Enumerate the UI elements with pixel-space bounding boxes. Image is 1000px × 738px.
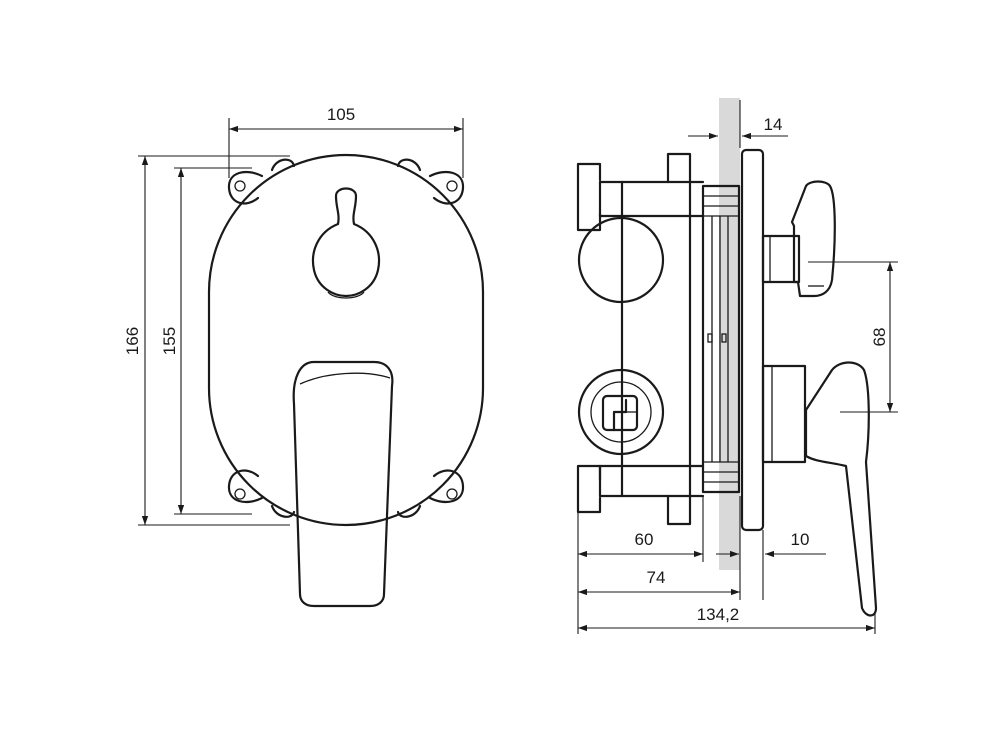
diverter-knob-base xyxy=(327,291,365,299)
ribbed-sleeve xyxy=(701,184,741,494)
dimension-front-height-outer: 166 xyxy=(123,155,290,526)
bracket-right-bottom xyxy=(666,494,692,526)
bracket-left-bottom xyxy=(576,464,602,514)
label-front-height-outer: 166 xyxy=(123,327,142,355)
label-handle-offset: 68 xyxy=(870,328,889,347)
bracket-left-top xyxy=(576,162,602,232)
diverter-knob-side xyxy=(761,180,836,298)
mounting-lug-top-right xyxy=(396,158,465,205)
cover-plate-side xyxy=(740,148,765,532)
side-view: 14 68 60 10 74 xyxy=(576,98,898,634)
dimension-front-height-inner: 155 xyxy=(160,167,252,515)
dimension-front-width: 105 xyxy=(228,105,464,178)
dimension-total-depth: 134,2 xyxy=(578,605,875,632)
front-view: 105 166 155 xyxy=(123,105,485,608)
mounting-lug-top-left xyxy=(227,158,296,205)
label-plate-gap: 14 xyxy=(764,115,783,134)
port-circle-bottom xyxy=(577,368,665,456)
port-circle-top xyxy=(577,216,665,304)
dimension-plate-gap: 14 xyxy=(688,100,788,148)
cover-plate xyxy=(207,153,485,527)
bracket-right-top xyxy=(666,152,692,184)
dimension-box-depth: 60 xyxy=(578,530,703,558)
dimension-box-to-wall: 74 xyxy=(578,568,740,596)
label-box-depth: 60 xyxy=(635,530,654,549)
mixer-lever-edge xyxy=(299,372,391,385)
dimension-plate-to-handle: 10 xyxy=(716,530,826,558)
label-total-depth: 134,2 xyxy=(697,605,740,624)
label-box-to-wall: 74 xyxy=(647,568,666,587)
label-front-width: 105 xyxy=(327,105,355,124)
dimension-handle-offset: 68 xyxy=(808,261,898,413)
mixer-lever-side xyxy=(761,361,878,617)
valve-body xyxy=(598,180,705,498)
diverter-knob xyxy=(311,187,381,298)
label-plate-to-handle: 10 xyxy=(791,530,810,549)
label-front-height-inner: 155 xyxy=(160,327,179,355)
mixer-lever xyxy=(292,360,394,608)
